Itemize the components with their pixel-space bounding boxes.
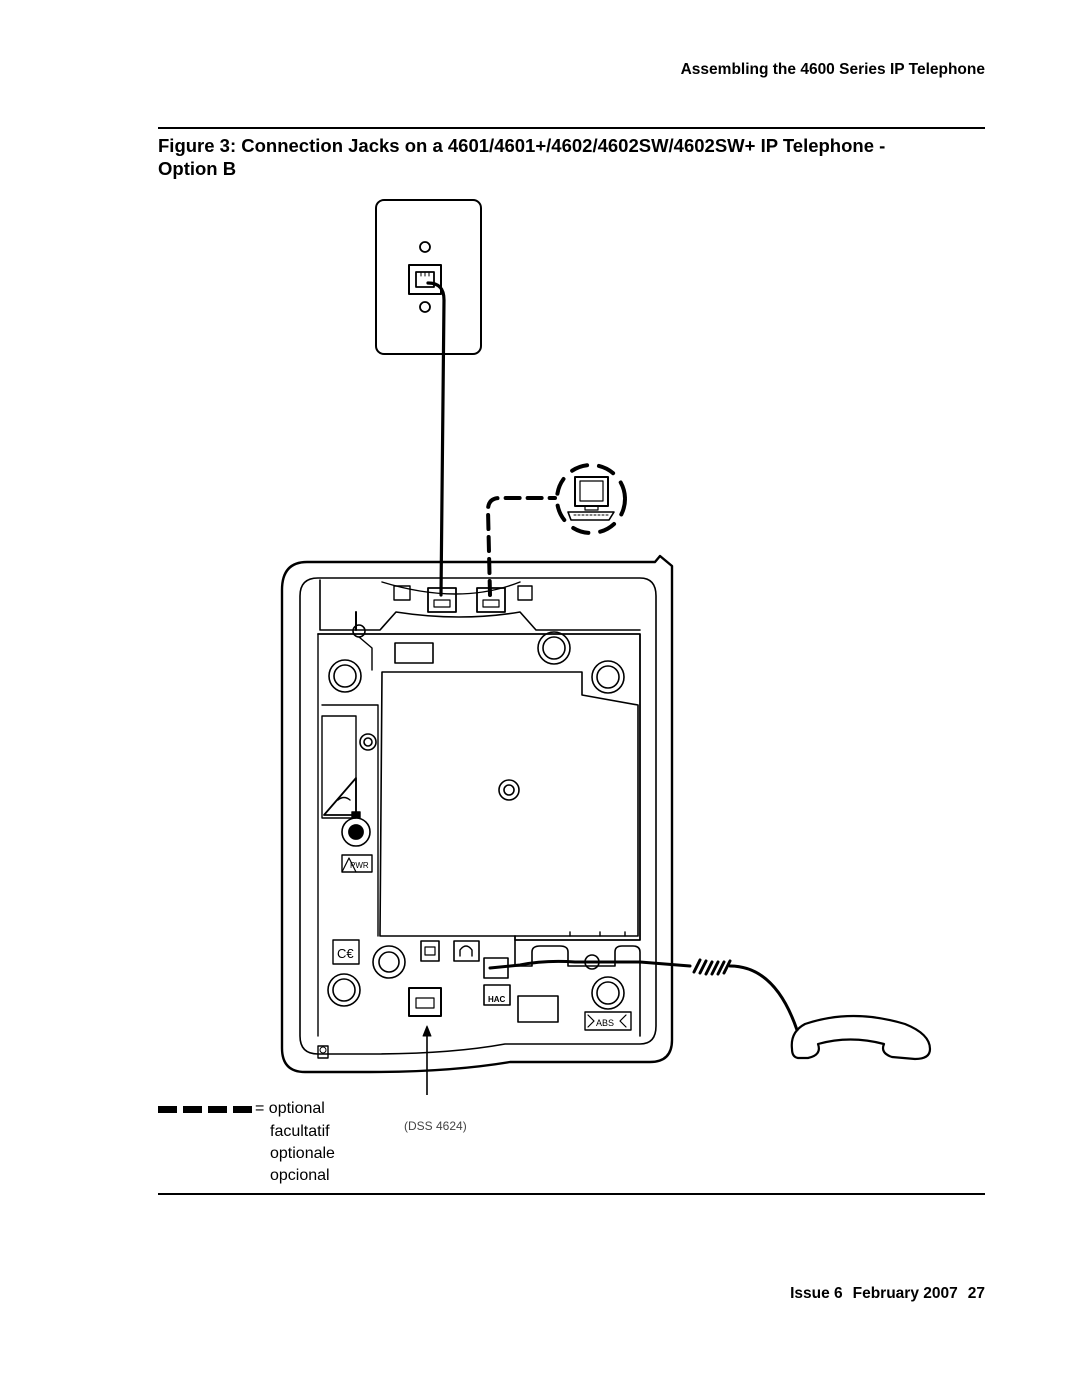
running-head: Assembling the 4600 Series IP Telephone — [680, 61, 985, 78]
legend-optional: = optional — [255, 1100, 325, 1117]
dss-jack-label: (DSS 4624) — [404, 1119, 467, 1133]
optional-pc-cable — [486, 496, 557, 597]
page-footer: Issue 6 February 2007 27 — [780, 1285, 985, 1303]
telephone-base: C€ — [280, 554, 674, 1074]
legend-term-spanish: opcional — [270, 1167, 330, 1184]
dashed-line-sample — [158, 1106, 252, 1113]
legend-term-german: optionale — [270, 1145, 335, 1162]
dss-pointer-arrow — [422, 1025, 432, 1095]
issue-date: February 2007 — [852, 1285, 958, 1302]
issue-number: Issue 6 — [790, 1285, 843, 1302]
legend-translations: facultatif optionale opcional — [270, 1121, 335, 1187]
footer-rule — [158, 1193, 985, 1195]
connection-jacks-diagram: C€ PWR HAC ABS — [280, 199, 932, 1095]
handset-cord — [488, 959, 692, 970]
figure-caption: Figure 3: Connection Jacks on a 4601/460… — [158, 134, 985, 180]
coiled-cord — [692, 958, 799, 1032]
handset-icon — [790, 1014, 932, 1061]
figure-caption-line-2: Option B — [158, 158, 237, 179]
figure-caption-line-1: Figure 3: Connection Jacks on a 4601/460… — [158, 135, 886, 156]
page-number: 27 — [967, 1285, 985, 1302]
pc-icon — [555, 463, 627, 535]
svg-text:C€: C€ — [337, 946, 354, 961]
legend-term-french: facultatif — [270, 1123, 330, 1140]
abs-label: ABS — [596, 1018, 614, 1028]
hac-label: HAC — [488, 995, 506, 1004]
wall-jack-plate — [375, 199, 482, 355]
network-cable — [426, 281, 446, 597]
header-rule — [158, 127, 985, 129]
pwr-label: PWR — [350, 861, 369, 870]
